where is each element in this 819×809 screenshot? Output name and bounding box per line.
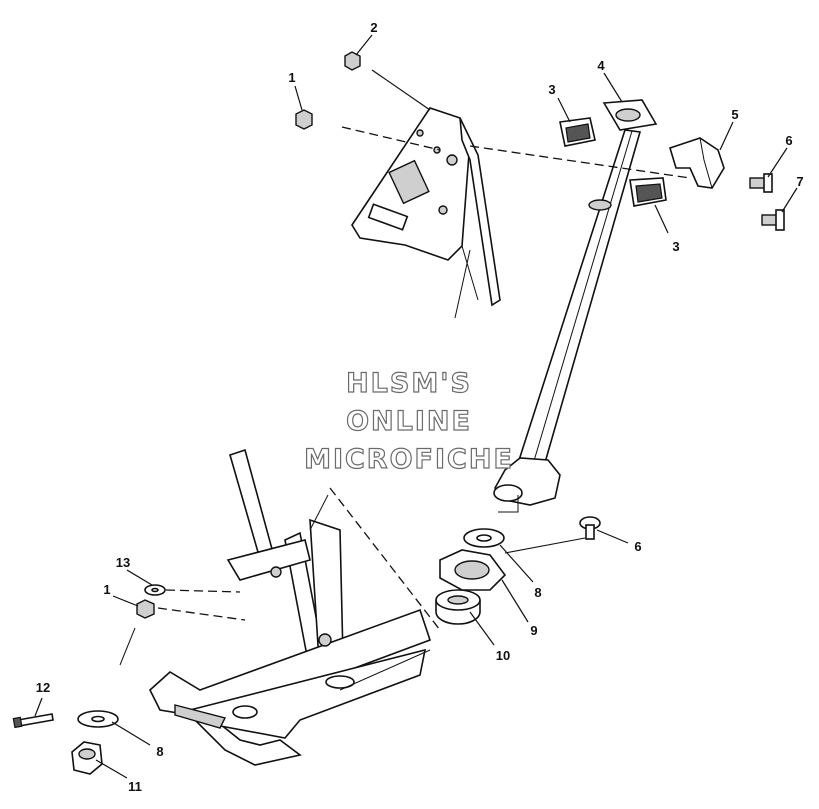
- bolt-12: [12, 713, 54, 729]
- washer-upper-8: [463, 528, 505, 548]
- watermark-line-1: HLSM'S: [346, 368, 472, 399]
- steering-column-tube: [493, 129, 642, 513]
- flange-bolt-6: [749, 173, 773, 193]
- callout-8-upper: 8: [534, 585, 541, 600]
- callout-4: 4: [597, 58, 605, 73]
- bushing-upper: [559, 117, 596, 147]
- nut-upper-2: [344, 51, 361, 71]
- bearing-flange-9: [439, 549, 507, 591]
- callout-leaders: [34, 34, 798, 779]
- castle-nut-11: [71, 741, 103, 775]
- callout-12: 12: [36, 680, 50, 695]
- clamp-bracket: [669, 137, 725, 189]
- washer-lower-8: [77, 710, 119, 728]
- callout-1-upper: 1: [288, 70, 295, 85]
- callout-1-lower: 1: [103, 582, 110, 597]
- nut-lower-1: [136, 599, 155, 619]
- assembly-lines: [119, 126, 691, 691]
- watermark: HLSM'S ONLINE MICROFICHE: [303, 367, 514, 475]
- callout-6-upper: 6: [785, 133, 792, 148]
- callout-10: 10: [496, 648, 510, 663]
- watermark-line-2: ONLINE: [346, 406, 472, 437]
- watermark-line-3: MICROFICHE: [304, 444, 514, 475]
- carriage-bolt-6: [579, 516, 601, 540]
- flange-bolt-7: [761, 209, 785, 231]
- bushing-lower: [629, 177, 667, 207]
- washer-13: [144, 584, 166, 596]
- callout-7: 7: [796, 174, 803, 189]
- callout-3-upper: 3: [548, 82, 555, 97]
- callout-9: 9: [530, 623, 537, 638]
- upper-mount-bracket: [351, 107, 501, 319]
- bearing-10: [435, 589, 481, 625]
- callout-labels: 1 2 3 4 5 6 7 3 6 8 9 10 13 1 12 8 11: [36, 20, 804, 794]
- callout-2: 2: [370, 20, 377, 35]
- callout-13: 13: [116, 555, 130, 570]
- callout-11: 11: [128, 779, 142, 794]
- callout-5: 5: [731, 107, 738, 122]
- callout-6-lower: 6: [634, 539, 641, 554]
- frame-chassis: [149, 448, 432, 766]
- callout-8-lower: 8: [156, 744, 163, 759]
- callout-3-lower: 3: [672, 239, 679, 254]
- column-top-flange: [602, 99, 658, 131]
- nut-upper-1: [295, 109, 313, 130]
